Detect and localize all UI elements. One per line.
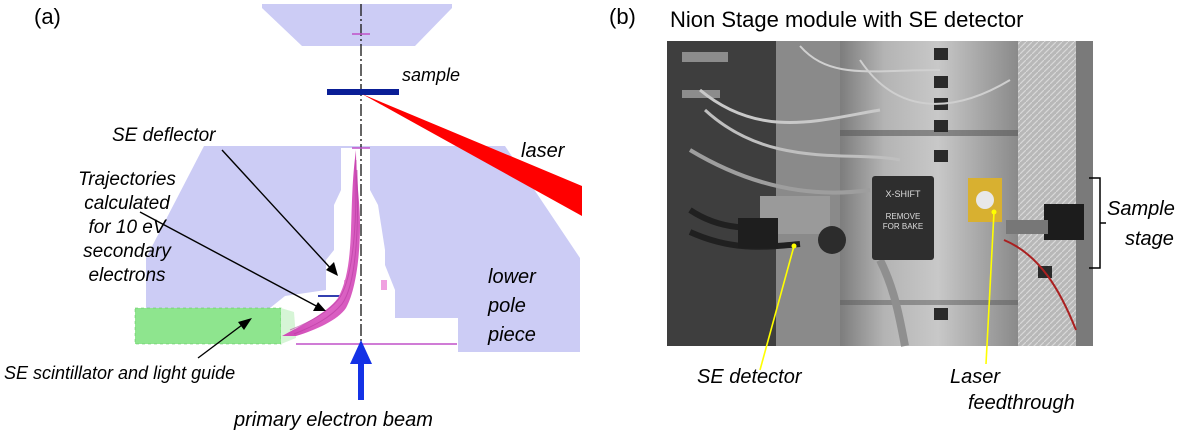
instrument-photo: X-SHIFT REMOVE FOR BAKE — [667, 41, 1093, 347]
svg-text:calculated: calculated — [84, 193, 171, 214]
deflector-electrode-right — [381, 280, 387, 290]
svg-text:for 10 eV: for 10 eV — [88, 217, 167, 238]
detector-callout — [759, 245, 795, 371]
sample-bar — [327, 89, 399, 95]
svg-text:electrons: electrons — [88, 265, 166, 286]
lower-pole-piece-right — [370, 146, 580, 352]
laser-feedthrough-label: Laser feedthrough — [950, 366, 1075, 414]
se-scintillator — [135, 308, 281, 344]
svg-text:Sample: Sample — [1107, 198, 1175, 220]
upper-pole-piece — [262, 4, 452, 46]
se-detector-label: SE detector — [697, 366, 803, 388]
plate-text-3: FOR BAKE — [883, 222, 923, 231]
plate-text-1: X-SHIFT — [886, 189, 922, 199]
scintillator-label: SE scintillator and light guide — [4, 363, 235, 383]
laser-beam — [362, 94, 582, 216]
trajectories-label: Trajectories calculated for 10 eV second… — [78, 169, 176, 286]
svg-text:piece: piece — [487, 324, 536, 346]
svg-text:pole: pole — [487, 295, 526, 317]
svg-text:lower: lower — [488, 266, 537, 288]
panel-b: (b) Nion Stage module with SE detector — [609, 4, 1175, 414]
panel-a-label: (a) — [34, 4, 61, 29]
light-guide — [281, 308, 296, 344]
sample-label: sample — [402, 65, 460, 85]
svg-text:secondary: secondary — [83, 241, 172, 262]
plate-text-2: REMOVE — [886, 212, 921, 221]
svg-text:Trajectories: Trajectories — [78, 169, 176, 190]
se-deflector-label: SE deflector — [112, 125, 216, 146]
lower-pole-piece — [146, 146, 341, 308]
panel-b-label: (b) — [609, 4, 636, 29]
feedthrough-callout — [985, 211, 995, 365]
sample-stage-label: Sample stage — [1107, 198, 1175, 250]
svg-text:Laser: Laser — [950, 366, 1001, 388]
panel-a: (a) sample laser SE def — [4, 4, 582, 431]
svg-text:feedthrough: feedthrough — [968, 392, 1075, 414]
pole-piece-label: lower pole piece — [487, 266, 537, 346]
panel-b-title: Nion Stage module with SE detector — [670, 7, 1023, 32]
laser-label: laser — [521, 140, 566, 162]
svg-text:stage: stage — [1125, 228, 1174, 250]
beam-label: primary electron beam — [233, 409, 433, 431]
